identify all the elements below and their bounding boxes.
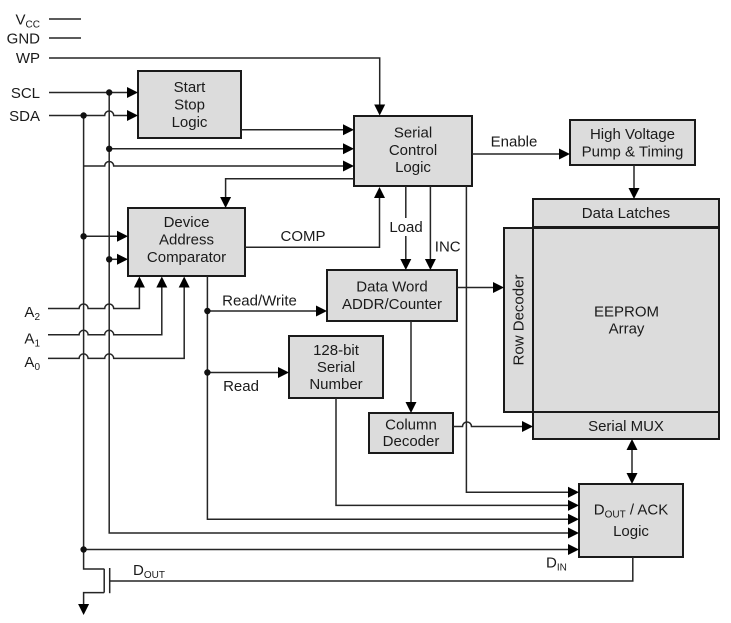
svg-text:Serial: Serial [317,359,355,376]
svg-text:Enable: Enable [491,133,538,150]
svg-text:Logic: Logic [172,114,208,131]
svg-text:COMP: COMP [281,228,326,245]
svg-text:Comparator: Comparator [147,249,226,266]
svg-text:SCL: SCL [11,85,40,102]
svg-text:Decoder: Decoder [383,433,440,450]
svg-text:Read/Write: Read/Write [222,293,297,310]
svg-text:Logic: Logic [613,523,649,540]
svg-text:WP: WP [16,50,40,67]
svg-text:INC: INC [435,238,461,255]
svg-text:Control: Control [389,142,437,159]
svg-text:Stop: Stop [174,97,205,114]
svg-text:Number: Number [309,376,362,393]
svg-text:EEPROM: EEPROM [594,303,659,320]
svg-text:Logic: Logic [395,159,431,176]
svg-text:Data Latches: Data Latches [582,205,670,222]
svg-text:Serial MUX: Serial MUX [588,418,664,435]
svg-text:Serial: Serial [394,125,432,142]
svg-text:ADDR/Counter: ADDR/Counter [342,296,442,313]
svg-text:Read: Read [223,378,259,395]
svg-text:Load: Load [389,219,422,236]
svg-text:Column: Column [385,417,437,434]
svg-text:Array: Array [609,321,645,338]
svg-text:High Voltage: High Voltage [590,126,675,143]
svg-text:Start: Start [174,79,207,96]
svg-text:SDA: SDA [9,108,40,125]
svg-text:128-bit: 128-bit [313,342,360,359]
svg-text:Data Word: Data Word [356,279,427,296]
svg-text:Address: Address [159,232,214,249]
svg-text:Pump & Timing: Pump & Timing [582,144,684,161]
svg-text:GND: GND [7,31,41,48]
svg-text:Device: Device [164,214,210,231]
svg-text:Row Decoder: Row Decoder [511,275,528,366]
